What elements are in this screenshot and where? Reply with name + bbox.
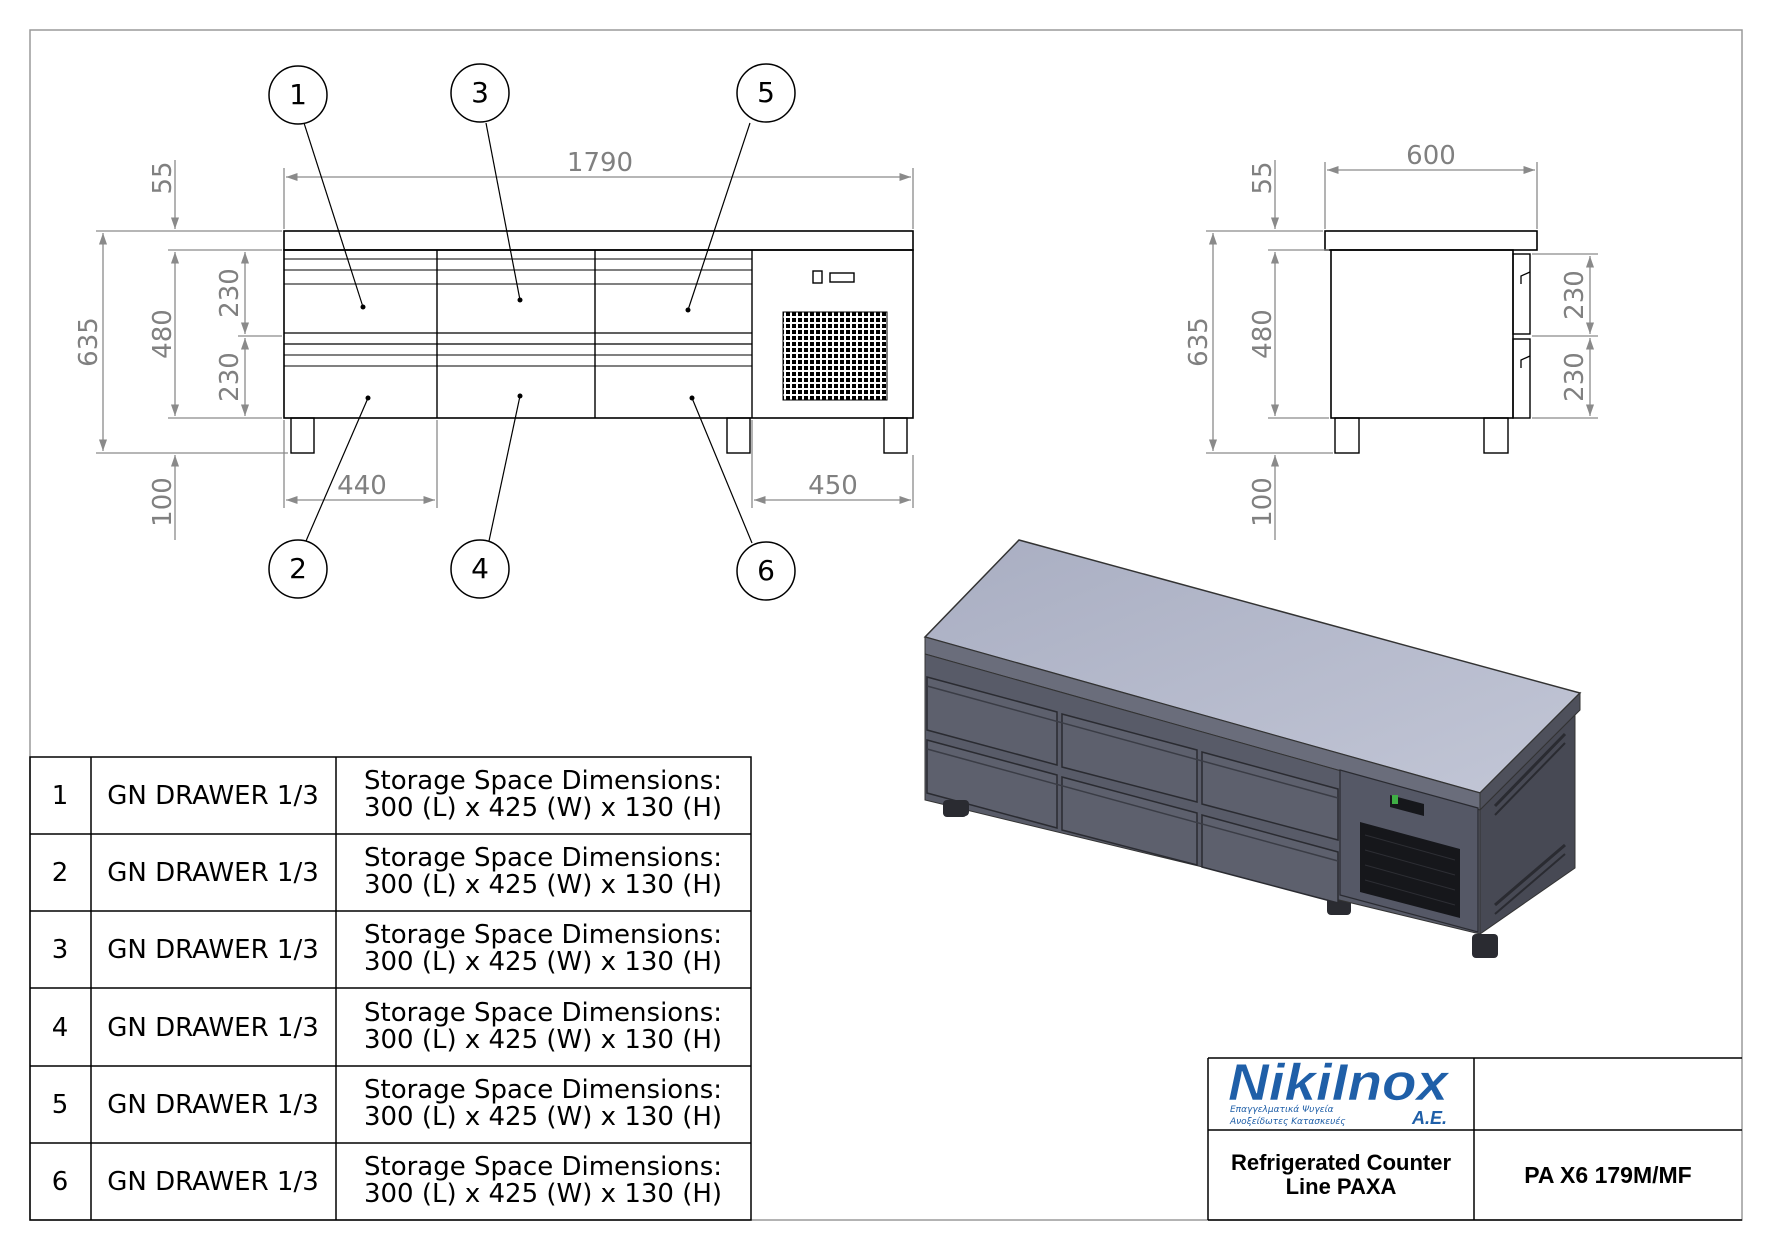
sheet-border	[29, 29, 1743, 1221]
row-desc-line2: 300 (L) x 425 (W) x 130 (H)	[364, 870, 722, 900]
dim-depth: 600	[1406, 141, 1456, 171]
balloon-5: 5	[736, 63, 796, 123]
row-number: 4	[52, 1013, 69, 1043]
parts-table: 1 GN DRAWER 1/3 Storage Space Dimensions…	[29, 756, 752, 1221]
balloon-1: 1	[268, 65, 328, 125]
logo-tagline-1: Επαγγελματικά Ψυγεία	[1230, 1105, 1334, 1115]
row-part-name: GN DRAWER 1/3	[107, 1013, 319, 1043]
row-desc-line1: Storage Space Dimensions:	[364, 1152, 722, 1182]
table-row: 5 GN DRAWER 1/3 Storage Space Dimensions…	[52, 1075, 722, 1132]
row-desc-line2: 300 (L) x 425 (W) x 130 (H)	[364, 1025, 722, 1055]
row-number: 1	[52, 781, 69, 811]
side-dim-overall-height: 635	[1184, 317, 1214, 367]
svg-text:2: 2	[289, 552, 307, 585]
logo-tagline-2: Ανοξείδωτες Κατασκευές	[1229, 1116, 1346, 1127]
isometric-render	[923, 539, 1582, 958]
product-title-line2: Line PAXA	[1286, 1174, 1397, 1199]
row-desc-line2: 300 (L) x 425 (W) x 130 (H)	[364, 1102, 722, 1132]
row-part-name: GN DRAWER 1/3	[107, 1167, 319, 1197]
dim-drawer-lower: 230	[215, 352, 245, 402]
row-part-name: GN DRAWER 1/3	[107, 858, 319, 888]
table-row: 4 GN DRAWER 1/3 Storage Space Dimensions…	[52, 998, 722, 1055]
balloon-2: 2	[268, 539, 328, 599]
logo-wordmark: NikiInox	[1228, 1054, 1450, 1112]
side-dim-leg-height: 100	[1248, 477, 1278, 527]
svg-text:1: 1	[289, 78, 307, 111]
balloon-6: 6	[736, 541, 796, 601]
balloon-3: 3	[450, 63, 510, 123]
dim-drawer-upper: 230	[215, 268, 245, 318]
table-row: 6 GN DRAWER 1/3 Storage Space Dimensions…	[52, 1152, 722, 1209]
company-logo: NikiInox A.E. Επαγγελματικά Ψυγεία Ανοξε…	[1228, 1054, 1451, 1128]
model-code: PA X6 179M/MF	[1524, 1162, 1691, 1188]
row-desc-line2: 300 (L) x 425 (W) x 130 (H)	[364, 947, 722, 977]
svg-text:6: 6	[757, 554, 775, 587]
row-number: 6	[52, 1167, 69, 1197]
row-part-name: GN DRAWER 1/3	[107, 935, 319, 965]
dim-overall-height: 635	[74, 317, 104, 367]
row-desc-line1: Storage Space Dimensions:	[364, 1075, 722, 1105]
dim-drawer-width: 440	[337, 471, 387, 501]
side-dim-drawer-upper: 230	[1560, 270, 1590, 320]
row-desc-line2: 300 (L) x 425 (W) x 130 (H)	[364, 793, 722, 823]
row-part-name: GN DRAWER 1/3	[107, 1090, 319, 1120]
dim-body-height: 480	[148, 309, 178, 359]
dim-top-thickness: 55	[148, 161, 178, 194]
dim-leg-height: 100	[148, 477, 178, 527]
svg-text:5: 5	[757, 76, 775, 109]
side-dim-body-height: 480	[1248, 309, 1278, 359]
svg-text:3: 3	[471, 76, 489, 109]
row-desc-line2: 300 (L) x 425 (W) x 130 (H)	[364, 1179, 722, 1209]
row-desc-line1: Storage Space Dimensions:	[364, 920, 722, 950]
balloon-4: 4	[450, 539, 510, 599]
title-block: NikiInox A.E. Επαγγελματικά Ψυγεία Ανοξε…	[1207, 1054, 1742, 1221]
front-view: 1790 635 55 480 100 230 230 440 450	[74, 63, 914, 601]
side-dim-top-thickness: 55	[1248, 161, 1278, 194]
row-number: 3	[52, 935, 69, 965]
row-part-name: GN DRAWER 1/3	[107, 781, 319, 811]
row-desc-line1: Storage Space Dimensions:	[364, 998, 722, 1028]
row-number: 5	[52, 1090, 69, 1120]
dim-compressor-width: 450	[808, 471, 858, 501]
product-title-line1: Refrigerated Counter	[1231, 1150, 1451, 1175]
logo-suffix: A.E.	[1411, 1108, 1447, 1128]
row-desc-line1: Storage Space Dimensions:	[364, 766, 722, 796]
svg-text:4: 4	[471, 552, 489, 585]
side-view: 600 635 55 480 100 230 230	[1184, 141, 1598, 540]
table-row: 3 GN DRAWER 1/3 Storage Space Dimensions…	[52, 920, 722, 977]
table-row: 1 GN DRAWER 1/3 Storage Space Dimensions…	[52, 766, 722, 823]
side-dim-drawer-lower: 230	[1560, 352, 1590, 402]
row-desc-line1: Storage Space Dimensions:	[364, 843, 722, 873]
table-row: 2 GN DRAWER 1/3 Storage Space Dimensions…	[52, 843, 722, 900]
row-number: 2	[52, 858, 69, 888]
dim-overall-length: 1790	[567, 148, 633, 178]
